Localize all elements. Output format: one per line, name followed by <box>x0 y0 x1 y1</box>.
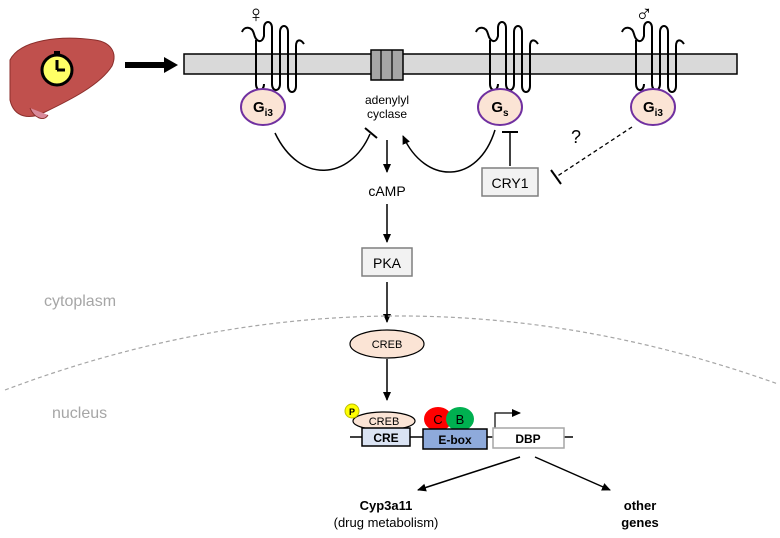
ebox-box <box>422 428 488 450</box>
camp-label: cAMP <box>368 183 405 199</box>
liver-arrow-head <box>164 57 178 73</box>
g-i3-left-main: G <box>253 99 265 116</box>
question-mark: ? <box>571 127 581 147</box>
phospho-circle <box>344 403 360 419</box>
cry1-label: CRY1 <box>491 175 528 191</box>
g-i3-left-protein: Gi3 <box>240 88 286 126</box>
nucleus-label: nucleus <box>52 405 107 422</box>
cytoplasm-label: cytoplasm <box>44 293 116 310</box>
gi3-inhibition-curve <box>274 132 371 171</box>
cry1-box <box>481 167 539 197</box>
creb-cytoplasm-label: CREB <box>372 339 403 351</box>
clock-icon <box>40 51 74 87</box>
pka-box <box>361 247 413 277</box>
pka-label: PKA <box>373 255 402 271</box>
gi3-right-dashed-bar <box>550 169 562 185</box>
svg-text:Gs: Gs <box>491 99 509 119</box>
g-i3-right-sub: i3 <box>655 108 664 119</box>
other-genes-line1: other <box>624 498 657 513</box>
bmal-label: B <box>456 412 465 427</box>
svg-text:Gi3: Gi3 <box>643 99 663 119</box>
cre-box <box>361 427 411 447</box>
ebox-label: E-box <box>438 433 472 447</box>
dbp-to-other-genes-arrow <box>534 456 611 491</box>
cre-label: CRE <box>373 431 398 445</box>
g-i3-right-main: G <box>643 99 655 116</box>
transcription-start-arrow <box>494 409 521 428</box>
female-symbol: ♀ <box>247 1 265 28</box>
g-i3-right-protein: Gi3 <box>630 88 676 126</box>
gi3-inhibition-bar <box>364 127 378 139</box>
gs-activation-curve <box>402 129 496 173</box>
nuclear-envelope <box>4 315 779 391</box>
adenylyl-label: adenylyl <box>365 93 409 107</box>
creb-cytoplasm <box>349 329 425 359</box>
male-symbol: ♂ <box>635 1 653 28</box>
g-s-main: G <box>491 99 503 116</box>
dbp-box <box>492 427 565 449</box>
dbp-label: DBP <box>515 432 540 446</box>
svg-text:Gi3: Gi3 <box>253 99 273 119</box>
adenylyl-cyclase-icon <box>370 49 404 81</box>
clock-label: C <box>433 412 442 427</box>
g-i3-left-sub: i3 <box>265 108 274 119</box>
bmal-factor <box>446 407 474 431</box>
g-s-protein: Gs <box>477 88 523 126</box>
cyp3a11-note: (drug metabolism) <box>334 515 439 530</box>
phospho-label: P <box>349 407 355 417</box>
cyclase-label: cyclase <box>367 107 407 121</box>
dbp-to-cyp3a11-arrow <box>417 456 521 492</box>
g-s-sub: s <box>503 108 509 119</box>
cyp3a11-label: Cyp3a11 <box>360 498 413 513</box>
clock-factor <box>424 407 452 431</box>
cell-membrane <box>183 53 738 75</box>
other-genes-line2: genes <box>621 515 659 530</box>
gi3-right-dashed-inhibition <box>555 126 633 178</box>
creb-bound-label: CREB <box>369 416 400 428</box>
